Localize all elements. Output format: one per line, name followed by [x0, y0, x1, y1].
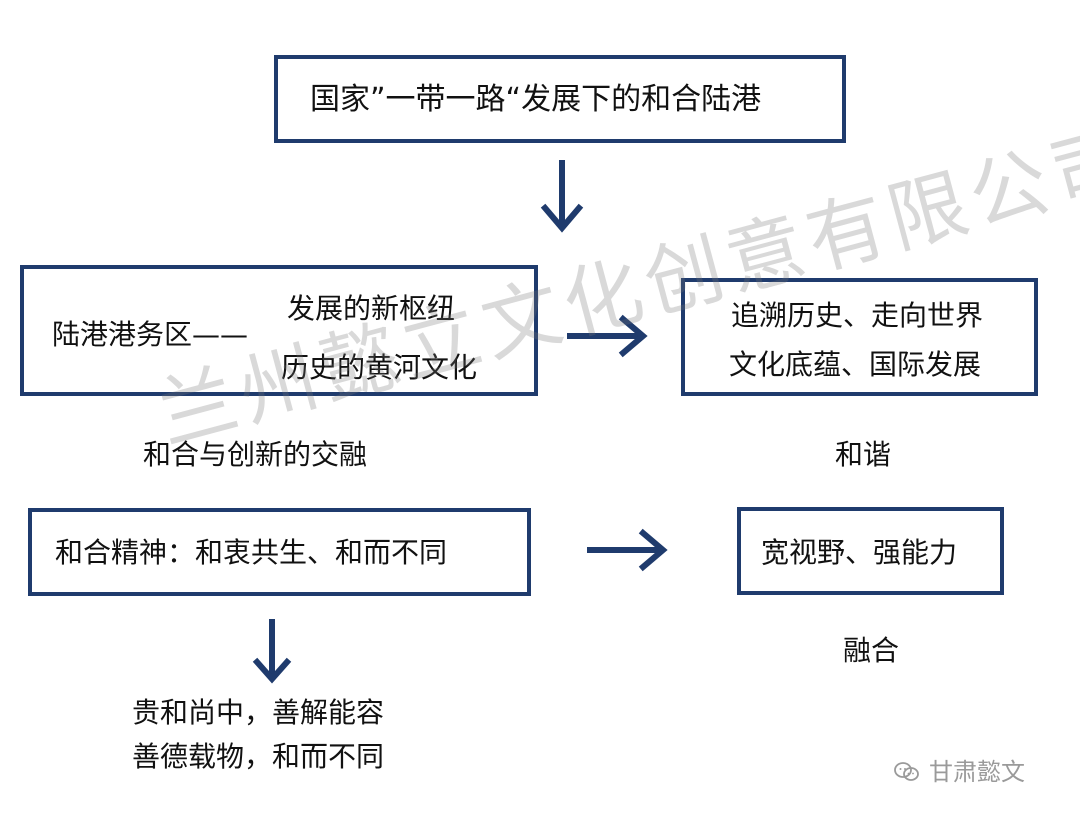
right-box-line2: 文化底蕴、国际发展	[729, 348, 982, 381]
brand-watermark: 甘肃懿文	[893, 755, 1025, 789]
right-arrow-upper	[567, 314, 648, 358]
lower-right-box	[737, 507, 1004, 595]
wechat-icon	[894, 762, 919, 781]
lower-right-box-text: 宽视野、强能力	[761, 536, 958, 569]
right-arrow-lower	[587, 528, 668, 572]
lower-left-box-text: 和合精神：和衷共生、和而不同	[55, 536, 448, 569]
left-box	[20, 265, 538, 396]
down-arrow-bottom	[252, 619, 292, 684]
lower-right-caption: 融合	[843, 634, 900, 667]
right-box-line1: 追溯历史、走向世界	[731, 299, 984, 332]
brand-name: 甘肃懿文	[929, 758, 1025, 786]
left-box-line2: 历史的黄河文化	[281, 351, 478, 384]
lower-left-box	[28, 508, 531, 596]
middle-left-caption: 和合与创新的交融	[143, 438, 368, 471]
left-box-line1: 发展的新枢纽	[287, 292, 456, 325]
bottom-line-2: 善德载物，和而不同	[132, 740, 385, 773]
middle-right-caption: 和谐	[835, 438, 892, 471]
right-box	[681, 278, 1038, 396]
top-title-box	[274, 55, 846, 143]
top-title-text: 国家”一带一路“发展下的和合陆港	[310, 82, 762, 117]
down-arrow-top	[540, 160, 584, 233]
bottom-line-1: 贵和尚中，善解能容	[132, 696, 385, 729]
left-box-label: 陆港港务区——	[52, 318, 249, 351]
